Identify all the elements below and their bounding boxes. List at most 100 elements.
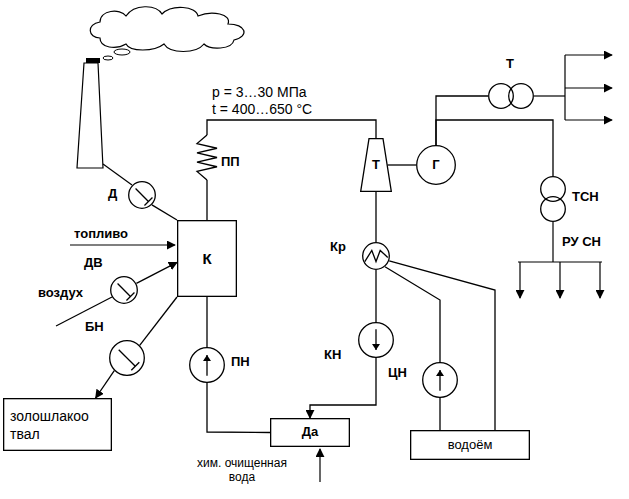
fan-tick (126, 292, 134, 300)
node-label: ЦН (388, 366, 407, 381)
aux-transformer: ТСН (540, 176, 566, 222)
shape-outline (128, 181, 156, 209)
slurry-pump: БН (109, 340, 145, 376)
circle-outline (190, 348, 225, 383)
shape-outline (488, 83, 534, 109)
condenser: Кр (362, 242, 390, 270)
pipe-connector (152, 205, 177, 220)
output-arrow (565, 87, 612, 88)
winding-circle (541, 177, 566, 202)
deaerator-box: Да (270, 418, 350, 447)
aux-feeder (552, 222, 553, 262)
output-wire (534, 95, 565, 96)
circulation-pump: ЦН (422, 362, 458, 398)
pump-arrow-head (372, 344, 380, 350)
circle-outline (363, 243, 390, 270)
pipe-connector (206, 180, 207, 220)
aux-arrow (559, 262, 560, 298)
fuel-label: топливо (74, 226, 128, 242)
node-label: золошлакоо твал (10, 407, 92, 443)
boiler-box: К (177, 220, 237, 297)
node-label: ТСН (572, 190, 599, 205)
pipe-connector (206, 297, 207, 347)
node-label: ПН (231, 355, 250, 370)
fan-tick (131, 362, 139, 370)
air-label: воздух (38, 285, 83, 301)
node-label: Д (108, 187, 117, 202)
pressure-label: p = 3…30 МПа (212, 84, 307, 101)
winding-circle (489, 84, 514, 109)
coil-zigzag (197, 135, 217, 180)
pipe-connector (96, 371, 115, 398)
shape-outline (3, 398, 112, 451)
box-outline (4, 399, 112, 451)
reservoir-box: водоём (410, 430, 530, 460)
circle-outline (423, 363, 458, 398)
node-label: К (202, 250, 211, 267)
blower-fan: ДВ (110, 276, 138, 304)
output-arrow (565, 54, 612, 55)
winding-circle (509, 84, 534, 109)
turbine: Т (360, 138, 392, 192)
smoke-puff (114, 49, 130, 55)
circle-outline (111, 277, 138, 304)
aux-arrow (519, 262, 520, 298)
pump-arrow-head (436, 370, 444, 376)
water-inlet-arrow (319, 449, 320, 482)
circle-outline (129, 182, 156, 209)
node-label: БН (85, 320, 104, 335)
aux-bus-label: РУ СН (562, 234, 601, 250)
condenser-coil (365, 250, 388, 261)
node-label: ДВ (84, 256, 103, 271)
winding-circle (541, 197, 566, 222)
step-up-transformer: Т (488, 83, 534, 109)
box-outline (271, 419, 350, 447)
pipe-connector (140, 297, 177, 345)
shape-outline (189, 347, 225, 383)
pipe-connector (207, 383, 270, 433)
pipe-connector (385, 267, 440, 362)
smoke-cloud (90, 7, 244, 52)
shape-outline (422, 362, 458, 398)
fan-blade (119, 350, 136, 367)
fan-blade (118, 284, 131, 297)
pipe-connector (207, 120, 376, 138)
feed-pump: ПН (189, 347, 225, 383)
output-arrow (565, 119, 612, 120)
pipe-connector (136, 262, 177, 283)
node-label: Т (506, 57, 514, 72)
smoke-exhauster: Д (128, 181, 156, 209)
node-label: ПП (221, 155, 240, 170)
pipe-connector (375, 192, 376, 242)
fuel-arrow (70, 244, 175, 245)
node-label: Кр (330, 240, 346, 255)
shape-outline (362, 242, 390, 270)
temperature-label: t = 400…650 °C (212, 101, 312, 118)
shape-outline (540, 176, 566, 222)
flue-duct (103, 164, 132, 185)
node-label: Т (372, 158, 380, 173)
turbine-outline (361, 139, 392, 192)
node-label: Г (432, 158, 439, 173)
circle-outline (110, 341, 145, 376)
chimney (77, 63, 103, 168)
superheater-coil: ПП (197, 135, 217, 180)
node-label: Да (302, 425, 319, 440)
pipe-connector (388, 164, 417, 165)
ash-dump-box: золошлакоо твал (3, 398, 112, 451)
box-outline (178, 221, 237, 297)
pipe-connector (389, 261, 495, 430)
pipe-connector (375, 270, 376, 322)
shape-outline (109, 340, 145, 376)
pipe-connector (310, 358, 376, 418)
circle-outline (359, 323, 394, 358)
shape-outline (358, 322, 394, 358)
condensate-pump: КН (358, 322, 394, 358)
pump-arrow-head (203, 355, 211, 361)
pipe-connector (439, 398, 440, 430)
node-label: КН (324, 348, 341, 363)
circle-outline (417, 146, 456, 185)
fan-blade (136, 189, 149, 202)
water-label: хим. очищенная вода (186, 456, 298, 485)
